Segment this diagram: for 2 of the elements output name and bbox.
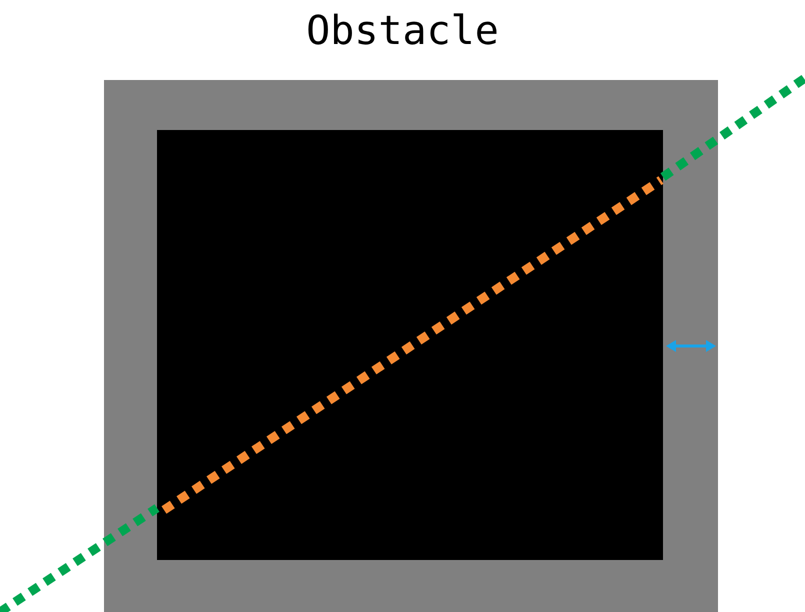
obstacle-label: Obstacle (305, 8, 500, 54)
inner-box (157, 130, 663, 560)
